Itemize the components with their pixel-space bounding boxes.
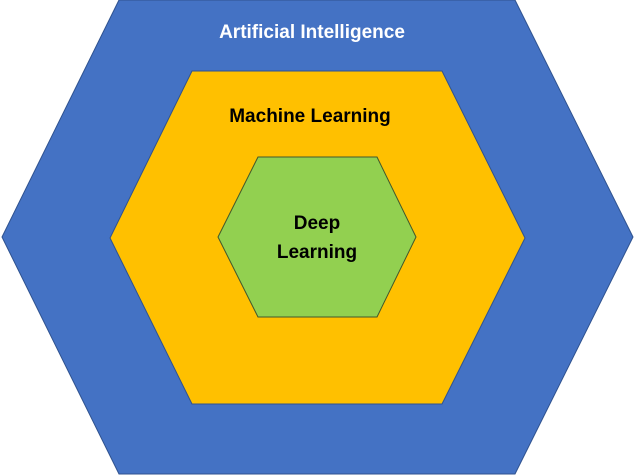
deep-learning-hexagon [217, 156, 417, 318]
artificial-intelligence-label: Artificial Intelligence [219, 22, 405, 43]
deep-learning-label-line2: Learning [277, 242, 357, 263]
machine-learning-label: Machine Learning [229, 106, 391, 127]
deep-learning-label-line1: Deep [294, 213, 340, 234]
